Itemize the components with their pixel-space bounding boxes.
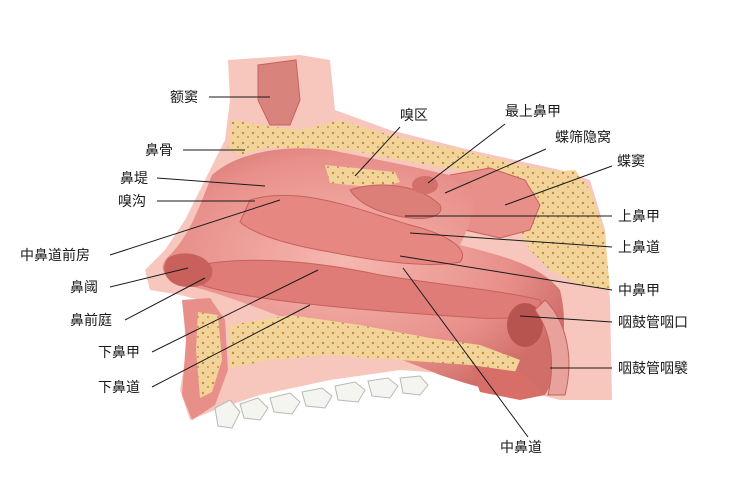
labels: 额窦 鼻骨 鼻堤 嗅沟 中鼻道前房 鼻阈 鼻前庭 下鼻甲 下鼻道 嗅区 最上鼻甲… bbox=[20, 90, 688, 456]
teeth bbox=[214, 375, 429, 429]
nasal-vestibule bbox=[164, 253, 213, 288]
label-superior-turbinate: 上鼻甲 bbox=[618, 208, 660, 225]
label-nasal-vestibule: 鼻前庭 bbox=[70, 312, 112, 329]
skull-base-bone bbox=[300, 120, 575, 185]
superior-turbinate bbox=[349, 184, 442, 219]
label-nasal-bone: 鼻骨 bbox=[145, 142, 173, 159]
label-salpingopharyngeal-fold: 咽鼓管咽襞 bbox=[618, 360, 688, 377]
label-highest-turbinate: 最上鼻甲 bbox=[505, 103, 561, 120]
label-eustachian-orifice: 咽鼓管咽口 bbox=[618, 315, 688, 331]
label-agger-nasi: 鼻堤 bbox=[120, 170, 148, 187]
eustachian-orifice bbox=[507, 303, 543, 347]
sphenoid-bone bbox=[515, 170, 610, 290]
label-frontal-sinus: 额窦 bbox=[170, 90, 198, 106]
nasal-bone bbox=[228, 120, 320, 155]
torus-tubarius bbox=[534, 299, 570, 396]
label-superior-meatus: 上鼻道 bbox=[618, 239, 660, 256]
label-middle-turbinate: 中鼻甲 bbox=[618, 282, 660, 299]
label-olfactory-area: 嗅区 bbox=[400, 108, 428, 124]
maxilla-front-bone bbox=[196, 312, 222, 398]
label-inferior-meatus: 下鼻道 bbox=[98, 379, 140, 396]
middle-turbinate bbox=[239, 194, 463, 265]
label-olfactory-sulcus: 嗅沟 bbox=[118, 194, 146, 210]
label-sphenoid-sinus: 蝶窦 bbox=[617, 154, 645, 170]
soft-palate bbox=[470, 365, 545, 400]
hard-palate bbox=[230, 315, 520, 372]
frontal-sinus bbox=[257, 59, 301, 126]
label-limen-nasi: 鼻阈 bbox=[70, 279, 98, 296]
label-middle-meatus: 中鼻道 bbox=[500, 439, 542, 456]
label-middle-meatus-atrium: 中鼻道前房 bbox=[20, 247, 90, 264]
leader-lines bbox=[109, 96, 613, 438]
label-inferior-turbinate: 下鼻甲 bbox=[98, 344, 140, 361]
olfactory-area bbox=[325, 165, 400, 188]
label-sphenoethmoidal-recess: 蝶筛隐窝 bbox=[555, 129, 611, 146]
